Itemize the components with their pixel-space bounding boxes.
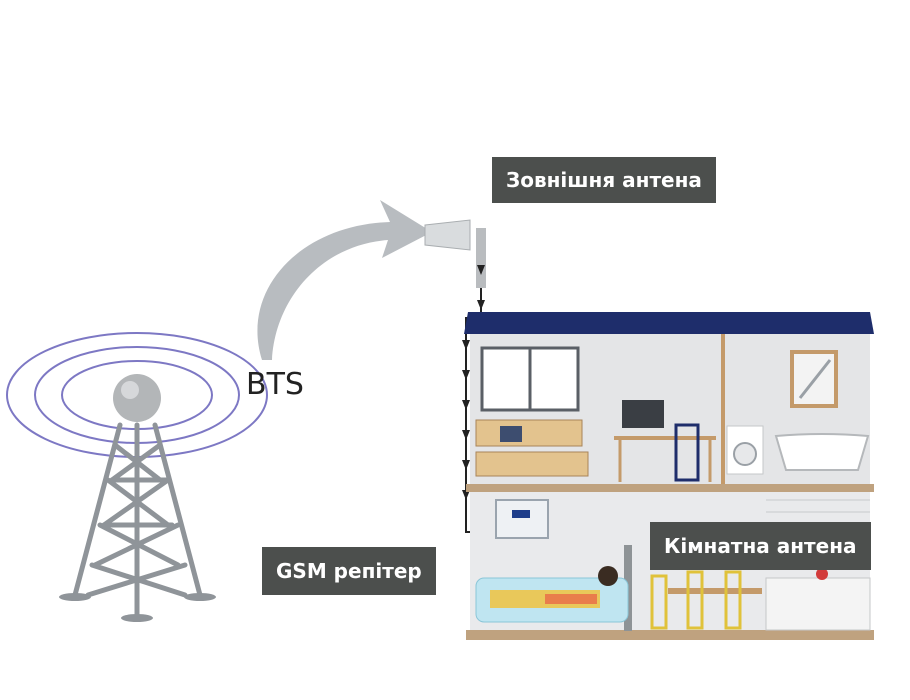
bts-label: BTS — [246, 367, 304, 402]
signal-arrow — [257, 200, 432, 360]
house — [464, 312, 874, 640]
outdoor-antenna — [424, 219, 486, 288]
bts-tower — [6, 332, 268, 622]
indoor-antenna-label: Кімнатна антена — [650, 522, 871, 570]
outdoor-antenna-label: Зовнішня антена — [492, 157, 716, 203]
repeater-label: GSM репітер — [262, 547, 436, 595]
